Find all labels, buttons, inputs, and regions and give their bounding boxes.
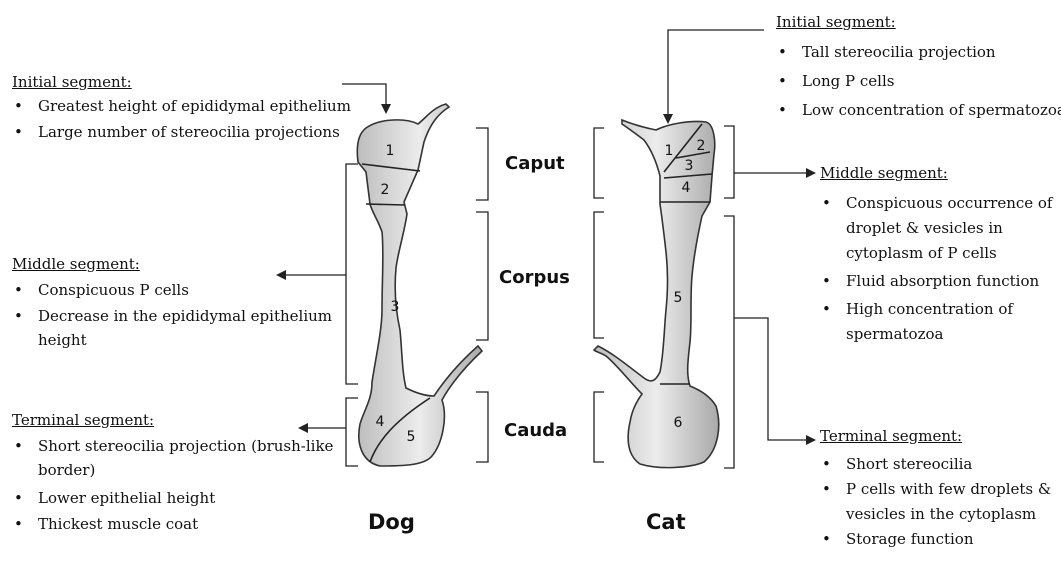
dog-middle-block: Middle segment: Conspicuous P cells Decr…	[12, 254, 332, 350]
cat-segment-2: 2	[697, 138, 706, 154]
dog-terminal-item: Lower epithelial height	[12, 488, 333, 508]
cat-terminal-arrow	[734, 318, 808, 440]
cat-caput-left-bracket	[594, 128, 604, 198]
cat-terminal-item: Short stereocilia	[820, 454, 1051, 474]
region-corpus: Corpus	[499, 267, 570, 288]
cat-middle-item: Fluid absorption function	[820, 271, 1052, 291]
cat-segment-5: 5	[674, 290, 683, 306]
species-cat: Cat	[646, 510, 686, 534]
dog-corpus-bracket	[476, 212, 488, 340]
cat-segment-1: 1	[665, 143, 674, 159]
dog-terminal-item-cont: border)	[12, 460, 333, 480]
cat-middle-bracket	[724, 126, 734, 198]
cat-initial-block: Initial segment: Tall stereocilia projec…	[776, 12, 1061, 120]
cat-terminal-bracket	[724, 216, 734, 468]
cat-epididymis	[594, 120, 719, 468]
cat-initial-arrow	[668, 30, 764, 116]
dog-initial-arrowhead	[381, 104, 391, 114]
cat-terminal-item: Storage function	[820, 529, 1051, 549]
dog-middle-item: Decrease in the epididymal epithelium	[12, 306, 332, 326]
cat-middle-block: Middle segment: Conspicuous occurrence o…	[820, 163, 1052, 344]
dog-segment-4: 4	[376, 414, 385, 430]
dog-initial-title: Initial segment:	[12, 72, 351, 92]
dog-initial-item: Greatest height of epididymal epithelium	[12, 96, 351, 116]
cat-middle-item: High concentration of	[820, 299, 1052, 319]
dog-terminal-item: Short stereocilia projection (brush-like	[12, 436, 333, 456]
species-dog: Dog	[368, 510, 415, 534]
cat-initial-arrowhead	[663, 114, 673, 124]
dog-segment-1: 1	[386, 143, 395, 159]
dog-epididymis	[357, 104, 482, 466]
cat-initial-item: Tall stereocilia projection	[776, 42, 1061, 62]
dog-cauda-bracket	[476, 392, 488, 462]
region-caput: Caput	[505, 153, 565, 174]
cat-middle-item-cont: spermatozoa	[820, 324, 1052, 344]
cat-middle-item: Conspicuous occurrence of	[820, 193, 1052, 213]
dog-segment-2: 2	[381, 182, 390, 198]
cat-cauda-left-bracket	[594, 392, 604, 462]
dog-middle-bracket	[346, 164, 358, 384]
cat-segment-3: 3	[685, 158, 694, 174]
dog-segment-5: 5	[407, 429, 416, 445]
cat-middle-title: Middle segment:	[820, 163, 1052, 183]
dog-terminal-bracket	[346, 398, 358, 466]
region-cauda: Cauda	[504, 420, 567, 441]
dog-terminal-block: Terminal segment: Short stereocilia proj…	[12, 410, 333, 534]
dog-terminal-item: Thickest muscle coat	[12, 514, 333, 534]
cat-middle-arrowhead	[806, 168, 816, 178]
dog-middle-title: Middle segment:	[12, 254, 332, 274]
cat-terminal-block: Terminal segment: Short stereocilia P ce…	[820, 426, 1051, 549]
dog-initial-block: Initial segment: Greatest height of epid…	[12, 72, 351, 142]
cat-terminal-item-cont: vesicles in the cytoplasm	[820, 504, 1051, 524]
cat-terminal-item: P cells with few droplets &	[820, 479, 1051, 499]
dog-middle-item: Conspicuous P cells	[12, 280, 332, 300]
cat-terminal-arrowhead	[806, 435, 816, 445]
cat-terminal-title: Terminal segment:	[820, 426, 1051, 446]
dog-caput-bracket	[476, 128, 488, 200]
dog-divider-2-3	[366, 204, 405, 205]
dog-initial-item: Large number of stereocilia projections	[12, 122, 351, 142]
dog-segment-3: 3	[391, 299, 400, 315]
dog-organ-outline	[357, 104, 482, 466]
dog-middle-item-cont: height	[12, 330, 332, 350]
cat-middle-item-cont: cytoplasm of P cells	[820, 243, 1052, 263]
dog-terminal-title: Terminal segment:	[12, 410, 333, 430]
cat-initial-title: Initial segment:	[776, 12, 1061, 32]
cat-initial-item: Low concentration of spermatozoa	[776, 100, 1061, 120]
cat-segment-4: 4	[682, 180, 691, 196]
cat-organ-outline	[594, 120, 719, 468]
cat-corpus-left-bracket	[594, 212, 604, 338]
cat-middle-item-cont: droplet & vesicles in	[820, 218, 1052, 238]
cat-initial-item: Long P cells	[776, 71, 1061, 91]
cat-segment-6: 6	[674, 415, 683, 431]
